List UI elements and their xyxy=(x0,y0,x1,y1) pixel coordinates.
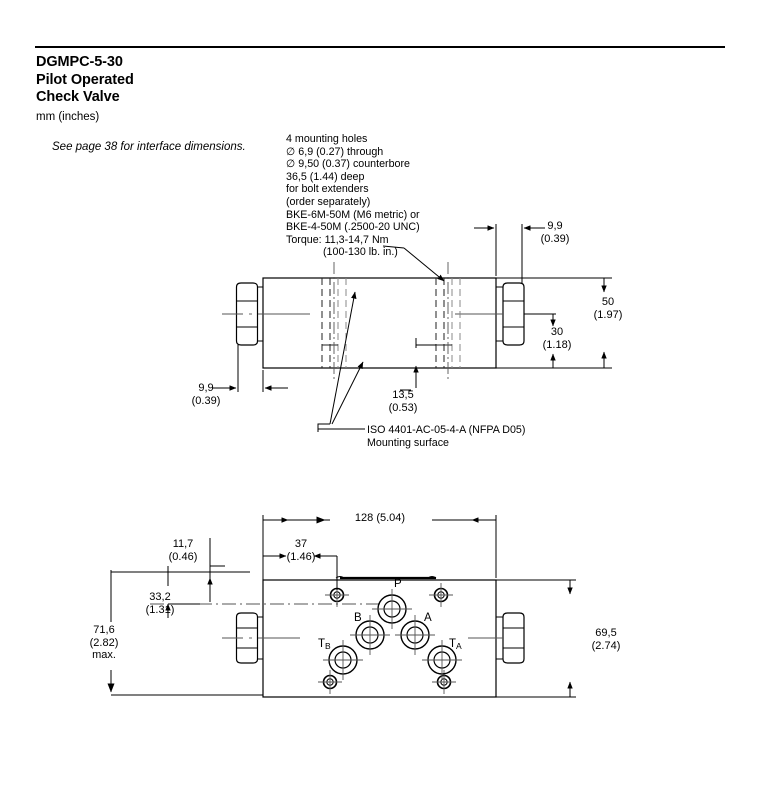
dim-line-offset-37 xyxy=(263,553,338,590)
note-line-7: BKE-6M-50M (M6 metric) or xyxy=(286,208,420,221)
dim-side-center-30-mm: 30 xyxy=(550,326,564,338)
port-A xyxy=(395,615,435,655)
dim-side-height-50: 50 (1.97) xyxy=(580,296,636,321)
dim-line-right-99 xyxy=(474,224,545,283)
dim-top-height-716: 71,6 (2.82) max. xyxy=(76,624,132,662)
dim-line-inner-332 xyxy=(165,566,200,618)
side-view-body xyxy=(262,277,497,369)
mounting-holes-note: 4 mounting holes ∅ 6,9 (0.27) through ∅ … xyxy=(286,133,420,259)
title-line-3: Check Valve xyxy=(36,89,120,105)
top-view-right-port-nut xyxy=(496,612,525,664)
iso-standard-label: ISO 4401-AC-05-4-A (NFPA D05) xyxy=(367,424,526,436)
units-label: mm (inches) xyxy=(36,111,100,123)
dim-line-left-99 xyxy=(212,345,288,392)
dim-side-height-50-mm: 50 xyxy=(601,296,615,308)
dim-top-offset-37: 37 (1.46) xyxy=(273,538,329,563)
port-TA xyxy=(422,640,462,680)
note-line-9: Torque: 11,3-14,7 Nm xyxy=(286,233,389,246)
note-line-8: BKE-4-50M (.2500-20 UNC) xyxy=(286,221,420,234)
dim-top-width-128: 128 (5.04) xyxy=(354,512,406,524)
port-label-B: B xyxy=(354,612,362,624)
dim-side-right-99: 9,9 (0.39) xyxy=(527,220,583,245)
dim-top-height-695-mm: 69,5 xyxy=(595,627,617,639)
dim-top-offset-117-mm: 11,7 xyxy=(172,538,194,550)
interface-reference-note: See page 38 for interface dimensions. xyxy=(52,141,246,153)
dim-line-height-716 xyxy=(107,570,263,696)
dim-top-offset-117: 11,7 (0.46) xyxy=(155,538,211,563)
port-label-TB: TB xyxy=(318,638,331,651)
dim-side-right-99-mm: 9,9 xyxy=(547,220,563,232)
dim-side-right-99-in: (0.39) xyxy=(540,232,570,245)
dim-side-left-99-in: (0.39) xyxy=(191,394,221,407)
dim-side-bore-135-in: (0.53) xyxy=(388,401,418,414)
note-line-2: ∅ 6,9 (0.27) through xyxy=(286,145,384,158)
dim-side-left-99-mm: 9,9 xyxy=(198,382,214,394)
port-B xyxy=(350,615,390,655)
title-line-1: DGMPC-5-30 xyxy=(36,54,123,70)
dim-top-height-716-mm: 71,6 xyxy=(93,624,115,636)
port-label-A: A xyxy=(424,612,432,624)
dim-line-bore-135 xyxy=(400,338,436,391)
dim-top-height-695: 69,5 (2.74) xyxy=(578,627,634,652)
iso-mounting-surface-note: ISO 4401-AC-05-4-A (NFPA D05) Mounting s… xyxy=(367,424,525,449)
note-line-3: ∅ 9,50 (0.37) counterbore xyxy=(286,158,410,171)
dim-line-height-50 xyxy=(496,277,612,369)
note-line-1: 4 mounting holes xyxy=(286,133,368,145)
note-line-5: for bolt extenders xyxy=(286,183,369,196)
dim-side-bore-135: 13,5 (0.53) xyxy=(375,389,431,414)
title-line-2: Pilot Operated xyxy=(36,71,134,88)
note-line-4: 36,5 (1.44) deep xyxy=(286,170,365,183)
dim-top-offset-37-in: (1.46) xyxy=(286,550,316,563)
side-view-right-port-nut xyxy=(496,282,525,346)
dim-top-height-695-in: (2.74) xyxy=(591,639,621,652)
port-label-P: P xyxy=(394,578,402,590)
dim-line-width-128 xyxy=(262,515,497,578)
header-rule xyxy=(35,46,725,48)
dim-side-left-99: 9,9 (0.39) xyxy=(178,382,234,407)
mounting-hole-leader xyxy=(382,245,445,282)
dim-line-offset-117 xyxy=(207,538,225,602)
side-view-left-port-nut xyxy=(235,282,263,346)
dim-top-height-716-in: (2.82) xyxy=(89,636,119,649)
mounting-surface-leaders xyxy=(317,291,365,432)
top-view-left-port-nut xyxy=(235,612,263,664)
side-view-bore-group-left xyxy=(321,262,347,382)
mounting-bolt-holes xyxy=(318,583,456,694)
dim-top-inner-332-mm: 33,2 xyxy=(149,591,171,603)
note-line-10: (100-130 lb. in.) xyxy=(323,246,398,259)
dim-line-center-30 xyxy=(524,313,556,368)
dim-side-bore-135-mm: 13,5 xyxy=(392,389,414,401)
mounting-surface-label: Mounting surface xyxy=(367,436,449,449)
port-P xyxy=(372,589,412,629)
side-view-bore-group-right xyxy=(435,262,461,382)
top-view-raised-strip xyxy=(335,576,437,580)
port-TB xyxy=(323,640,363,680)
dim-top-height-716-note: max. xyxy=(92,649,116,662)
dim-top-offset-117-in: (0.46) xyxy=(168,550,198,563)
dim-top-offset-37-mm: 37 xyxy=(294,538,308,550)
port-label-TA: TA xyxy=(449,638,462,651)
dim-side-height-50-in: (1.97) xyxy=(593,308,623,321)
top-view-body xyxy=(262,579,497,698)
page-title: DGMPC-5-30 Pilot Operated Check Valve xyxy=(36,54,336,107)
note-line-6: (order separately) xyxy=(286,195,371,208)
dim-side-center-30-in: (1.18) xyxy=(542,338,572,351)
dim-side-center-30: 30 (1.18) xyxy=(529,326,585,351)
dim-line-height-695 xyxy=(496,579,576,698)
